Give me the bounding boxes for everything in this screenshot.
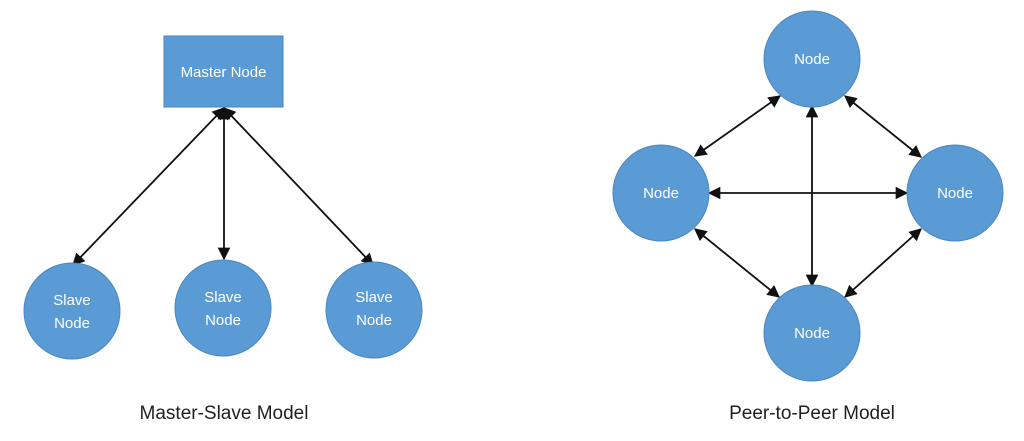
master-node-label: Master Node <box>181 64 267 81</box>
slave-node-1-label-line1: Slave <box>53 292 91 309</box>
slave-node-3-label-line2: Node <box>356 312 392 329</box>
p2p-node-left: Node <box>612 144 710 242</box>
master-node: Master Node <box>163 35 284 108</box>
p2p-node-right-label: Node <box>937 185 973 202</box>
slave-node-2-label-line1: Slave <box>204 289 242 306</box>
p2p-node-bottom: Node <box>763 284 861 382</box>
master-slave-model: Master Node Slave Node Slave Node Slave … <box>23 35 423 424</box>
master-slave-caption: Master-Slave Model <box>140 403 309 424</box>
p2p-node-top-label: Node <box>794 51 830 68</box>
p2p-node-right: Node <box>906 144 1004 242</box>
peer-to-peer-model: Node Node Node Node Peer-to-Peer Model <box>612 10 1004 424</box>
slave-node-3-label-line1: Slave <box>355 289 393 306</box>
p2p-edge-left-bottom <box>694 228 780 298</box>
p2p-edge-right-bottom <box>844 228 922 298</box>
p2p-edge-top-right <box>844 95 922 158</box>
slave-node-2: Slave Node <box>174 259 272 357</box>
slave-node-2-label-line2: Node <box>205 312 241 329</box>
master-slave-edge-3 <box>223 107 374 266</box>
p2p-node-left-label: Node <box>643 185 679 202</box>
slave-node-1: Slave Node <box>23 262 121 360</box>
slave-node-3: Slave Node <box>325 261 423 359</box>
p2p-node-top: Node <box>763 10 861 108</box>
p2p-node-bottom-label: Node <box>794 325 830 342</box>
peer-to-peer-caption: Peer-to-Peer Model <box>729 403 895 424</box>
master-slave-edge-1 <box>72 107 225 266</box>
slave-node-1-label-line2: Node <box>54 315 90 332</box>
p2p-edge-top-left <box>693 95 782 157</box>
